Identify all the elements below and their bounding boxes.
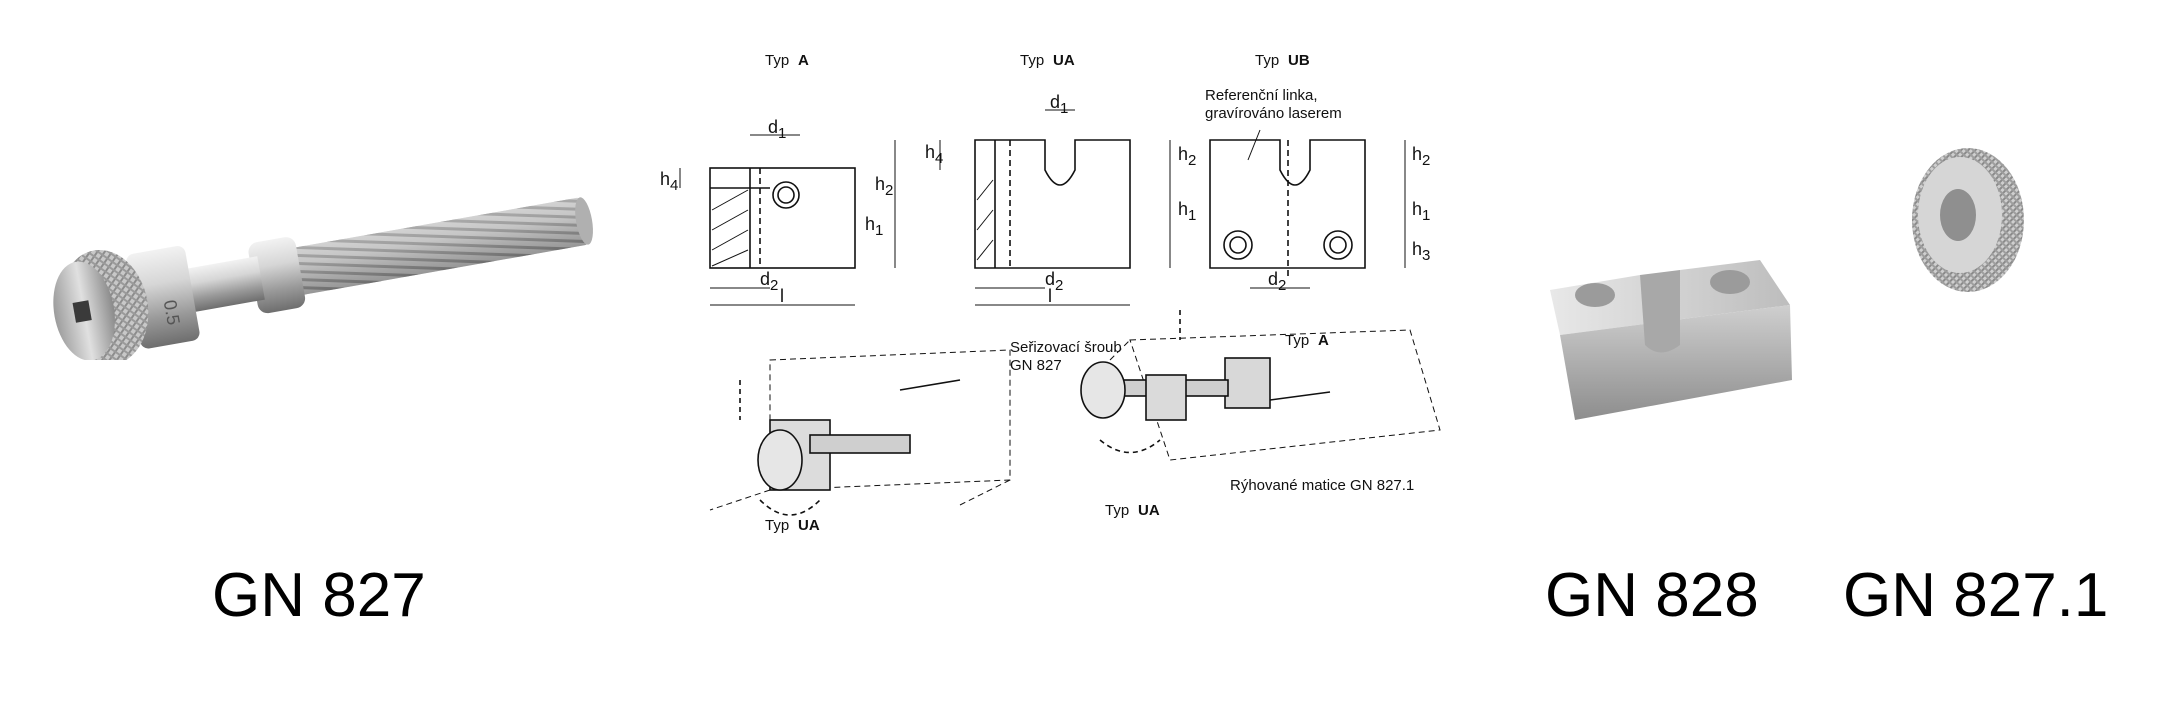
typ-a-body <box>709 167 856 269</box>
dim-d1-ua: d <box>1050 92 1060 112</box>
technical-drawing: Typ A Typ UA Typ UB Referenční linka, gr… <box>660 52 1441 534</box>
dim-h2-ua: h <box>1178 144 1188 164</box>
dim-l-ua: l <box>1048 286 1052 306</box>
dim-h4-a: h <box>660 169 670 189</box>
dim-h2-ua-sub: 2 <box>1188 152 1196 169</box>
dim-h2-a-sub: 2 <box>885 182 893 199</box>
gn828-caption: GN 828 <box>1545 561 1759 630</box>
dim-d1-a: d <box>768 117 778 137</box>
gn8271-caption: GN 827.1 <box>1843 561 2109 630</box>
br-type-ua-prefix: Typ <box>1105 502 1129 519</box>
adjust-screw-line2: GN 827 <box>1010 357 1062 374</box>
dim-h1-ua-sub: 1 <box>1188 207 1196 224</box>
br-type-a-type: A <box>1318 332 1329 349</box>
dim-h4-a-sub: 4 <box>670 177 678 194</box>
dim-d2-ua-sub: 2 <box>1055 277 1063 294</box>
dim-h1-a: h <box>865 214 875 234</box>
typ-ua-title-type: UA <box>1053 52 1075 69</box>
dim-d2-ub: d <box>1268 269 1278 289</box>
dim-d1-ua-sub: 1 <box>1060 100 1068 117</box>
typ-ua-title-prefix: Typ <box>1020 52 1044 69</box>
adjust-screw-line1: Seřizovací šroub <box>1010 339 1122 356</box>
typ-ub-title-type: UB <box>1288 52 1310 69</box>
dim-d1-a-sub: 1 <box>778 125 786 142</box>
bl-type-type: UA <box>798 517 820 534</box>
dim-h3-ub: h <box>1412 239 1422 259</box>
dim-h1-ub: h <box>1412 199 1422 219</box>
dim-d2-ua: d <box>1045 269 1055 289</box>
dim-h4-ua-sub: 4 <box>935 150 943 167</box>
reference-note-line1: Referenční linka, <box>1205 87 1318 104</box>
typ-a-title-prefix: Typ <box>765 52 789 69</box>
dim-h2-ub: h <box>1412 144 1422 164</box>
dim-d2-a-sub: 2 <box>770 277 778 294</box>
typ-ub-body <box>1209 139 1366 269</box>
br-block-ua <box>1145 374 1187 421</box>
dim-d2-ub-sub: 2 <box>1278 277 1286 294</box>
dim-l-a: l <box>780 286 784 306</box>
dim-h4-ua: h <box>925 142 935 162</box>
typ-a-title-type: A <box>798 52 809 69</box>
gn828-block-image <box>1550 260 1792 420</box>
gn827-screw-image: 0.5 <box>53 197 593 360</box>
reference-note-line2: gravírováno laserem <box>1205 105 1342 122</box>
br-block-a <box>1224 357 1271 409</box>
screw-scale-text: 0.5 <box>160 298 184 326</box>
br-type-a-prefix: Typ <box>1285 332 1309 349</box>
knurled-nut-label: Rýhované matice GN 827.1 <box>1230 477 1414 494</box>
br-type-ua-type: UA <box>1138 502 1160 519</box>
dim-d2-a: d <box>760 269 770 289</box>
typ-ub-title-prefix: Typ <box>1255 52 1279 69</box>
dim-h2-ub-sub: 2 <box>1422 152 1430 169</box>
dim-h1-a-sub: 1 <box>875 222 883 239</box>
dim-h2-a: h <box>875 174 885 194</box>
dim-h3-ub-sub: 3 <box>1422 247 1430 264</box>
dim-h1-ua: h <box>1178 199 1188 219</box>
typ-ua-body <box>974 139 1131 269</box>
gn827-caption: GN 827 <box>212 561 426 630</box>
dim-h1-ub-sub: 1 <box>1422 207 1430 224</box>
gn8271-nut-image <box>1912 148 2024 292</box>
bl-type-prefix: Typ <box>765 517 789 534</box>
